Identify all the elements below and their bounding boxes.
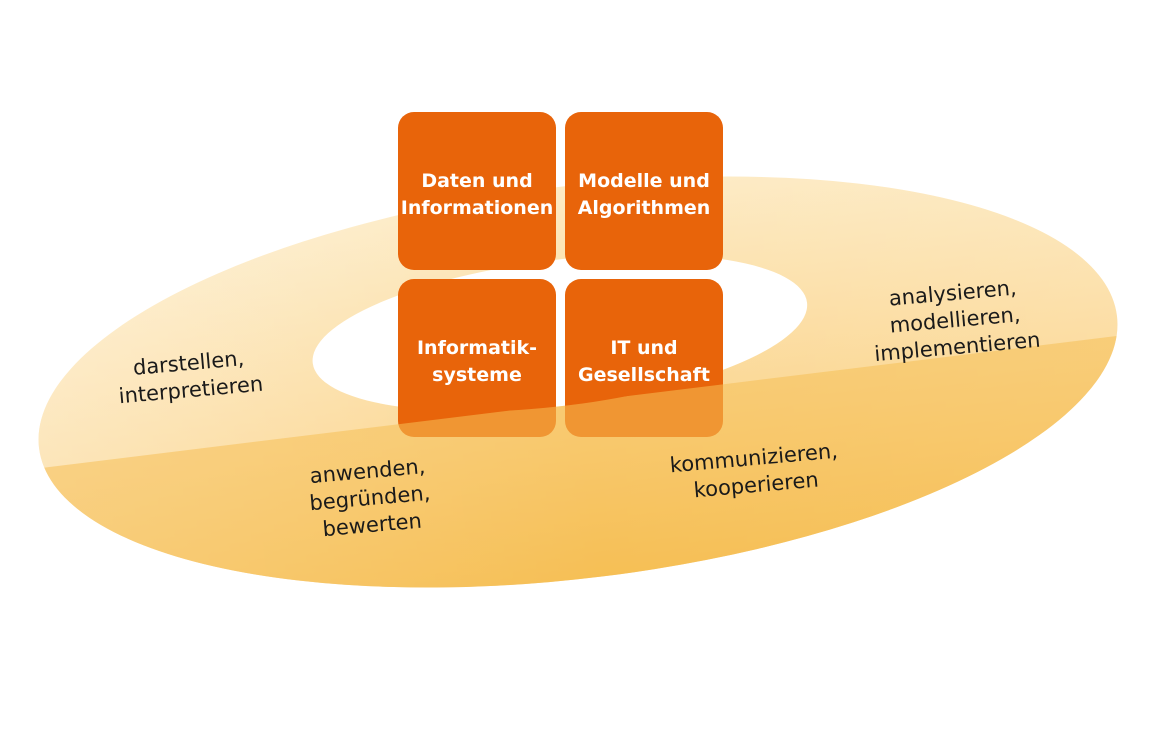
content-box-label-line1: Modelle und [578,170,710,192]
content-box-label-line1: Daten und [421,170,532,192]
process-label-right: analysieren, modellieren, implementieren [873,276,1041,367]
content-box-informatiksysteme: Informatik- systeme [398,279,556,437]
content-area-grid: Daten und Informationen Modelle und Algo… [398,112,723,437]
content-box-bg [565,112,723,270]
content-box-bg [398,112,556,270]
process-label-bottom-left: anwenden, begründen, bewerten [308,454,431,541]
content-box-label-line2: systeme [432,364,522,386]
content-box-bg [398,279,556,437]
content-box-modelle: Modelle und Algorithmen [565,112,723,270]
content-box-daten: Daten und Informationen [398,112,556,270]
ring-front-overlay [38,330,1118,588]
content-box-label-line2: Algorithmen [578,197,711,219]
content-box-label-line1: Informatik- [417,337,537,359]
process-label-left: darstellen, interpretieren [118,346,264,408]
content-box-label-line2: Gesellschaft [578,364,710,386]
content-box-label-line1: IT und [610,337,677,359]
content-box-label-line2: Informationen [401,197,554,219]
